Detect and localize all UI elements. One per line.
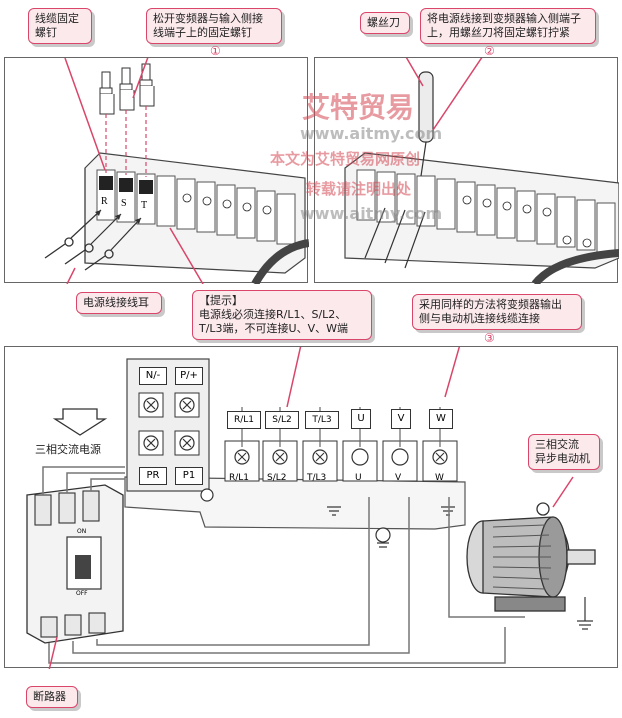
terminal-t-bottom: T/L3 [307,473,327,483]
callout-tip: 【提示】 电源线必须连接R/L1、S/L2、 T/L3端，不可连接U、V、W端 [192,290,372,340]
panel-step2 [314,57,619,284]
terminal-label-s: S [121,198,127,209]
step1-illustration [44,58,309,284]
breaker-on-label: ON [77,528,87,535]
terminal-v-top: V [391,409,411,429]
terminal-v-bottom: V [395,473,402,483]
callout-motor: 三相交流 异步电动机 [528,434,600,470]
panel-step1: R S T [4,57,309,284]
terminal-r-top: R/L1 [227,411,261,429]
step2-illustration [344,58,619,284]
terminal-s-bottom: S/L2 [267,473,287,483]
callout-cable-screw: 线缆固定 螺钉 [28,8,92,44]
callout-step3: 采用同样的方法将变频器输出 侧与电动机连接线缆连接 [412,294,582,330]
terminal-r-bottom: R/L1 [229,473,250,483]
terminal-pr: PR [139,467,167,485]
terminal-u-top: U [351,409,371,429]
terminal-label-r: R [101,196,108,207]
step-3-marker: ③ [484,331,495,345]
callout-step2: 将电源线接到变频器输入侧端子 上，用螺丝刀将固定螺钉拧紧 [420,8,596,44]
step-2-marker: ② [484,44,495,58]
callout-lug: 电源线接线耳 [76,292,162,314]
step3-illustration [26,347,596,669]
terminal-w-top: W [429,409,453,429]
callout-step1: 松开变频器与输入侧接 线端子上的固定螺钉 [146,8,282,44]
terminal-p1: P1 [175,467,203,485]
terminal-n: N/- [139,367,167,385]
terminal-t-top: T/L3 [305,411,339,429]
terminal-w-bottom: W [435,473,444,483]
terminal-s-top: S/L2 [265,411,299,429]
panel-step3: N/- P/+ PR P1 R/L1 S/L2 T/L3 U V W R/L1 … [4,346,618,669]
terminal-p: P/+ [175,367,203,385]
breaker-off-label: OFF [76,590,88,597]
callout-breaker: 断路器 [26,686,78,708]
terminal-label-t: T [141,200,148,211]
callout-screwdriver: 螺丝刀 [360,12,410,34]
step-1-marker: ① [210,44,221,58]
power-source-label: 三相交流电源 [35,443,101,456]
terminal-u-bottom: U [355,473,362,483]
